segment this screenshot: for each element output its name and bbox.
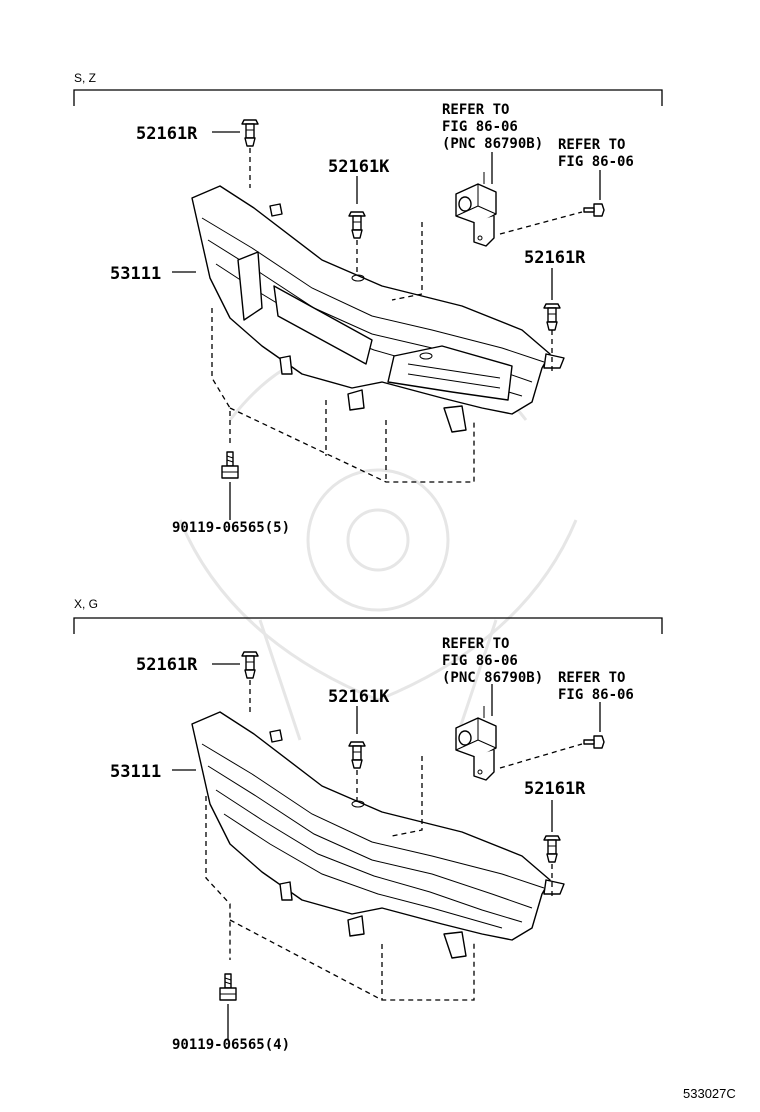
clip-52161k	[348, 741, 366, 769]
refer-bracket-line1: REFER TO	[442, 636, 509, 652]
section-bracket-line	[73, 617, 663, 634]
screw-refer	[583, 203, 605, 217]
label-90119: 90119-06565(5)	[172, 520, 290, 536]
screw-refer	[583, 735, 605, 749]
label-52161r-right: 52161R	[524, 779, 586, 799]
clip-52161r-right	[543, 835, 561, 863]
label-52161r-right: 52161R	[524, 248, 586, 268]
refer-bracket-line2: FIG 86-06	[442, 653, 518, 669]
diagram-code: 533027C	[683, 1086, 736, 1101]
refer-bracket-line3: (PNC 86790B)	[442, 670, 543, 686]
label-53111: 53111	[110, 762, 161, 782]
bolt-90119	[221, 451, 239, 479]
label-52161r-left: 52161R	[136, 655, 198, 675]
label-52161k: 52161K	[328, 687, 390, 707]
clip-52161r-left	[241, 119, 259, 147]
sensor-bracket	[455, 171, 497, 247]
section-bracket-line	[73, 89, 663, 106]
refer-bracket-line1: REFER TO	[442, 102, 509, 118]
refer-screw-line2: FIG 86-06	[558, 687, 634, 703]
variant-label: S, Z	[74, 71, 96, 85]
grille-53111	[191, 185, 565, 433]
refer-bracket-line3: (PNC 86790B)	[442, 136, 543, 152]
variant-label: X, G	[74, 597, 98, 611]
label-53111: 53111	[110, 264, 161, 284]
grille-53111	[191, 711, 565, 959]
label-52161r-left: 52161R	[136, 124, 198, 144]
clip-52161k	[348, 211, 366, 239]
bolt-90119	[219, 973, 237, 1001]
refer-bracket-line2: FIG 86-06	[442, 119, 518, 135]
section-s-z: S, Z 52161R 52161K 52161R	[73, 71, 663, 536]
sensor-bracket	[455, 705, 497, 781]
label-52161k: 52161K	[328, 157, 390, 177]
clip-52161r-left	[241, 651, 259, 679]
label-90119: 90119-06565(4)	[172, 1037, 290, 1053]
clip-52161r-right	[543, 303, 561, 331]
refer-screw-line1: REFER TO	[558, 137, 625, 153]
refer-screw-line2: FIG 86-06	[558, 154, 634, 170]
section-x-g: X, G 52161R 52161K 52161R 53111 90119-06…	[73, 597, 663, 1053]
refer-screw-line1: REFER TO	[558, 670, 625, 686]
